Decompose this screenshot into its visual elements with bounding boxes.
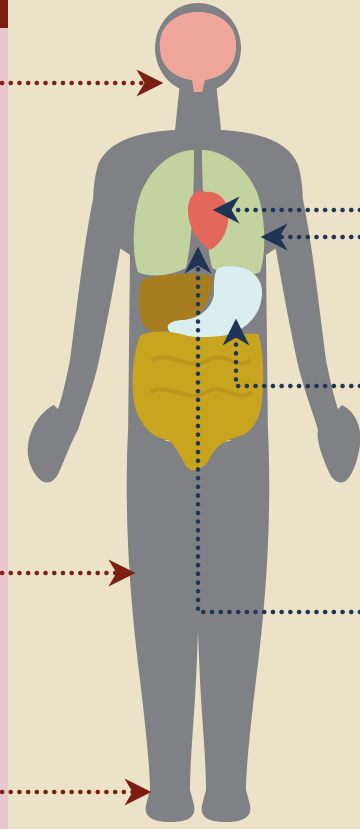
corner-accent — [0, 0, 8, 28]
left-side-strip — [0, 0, 8, 829]
